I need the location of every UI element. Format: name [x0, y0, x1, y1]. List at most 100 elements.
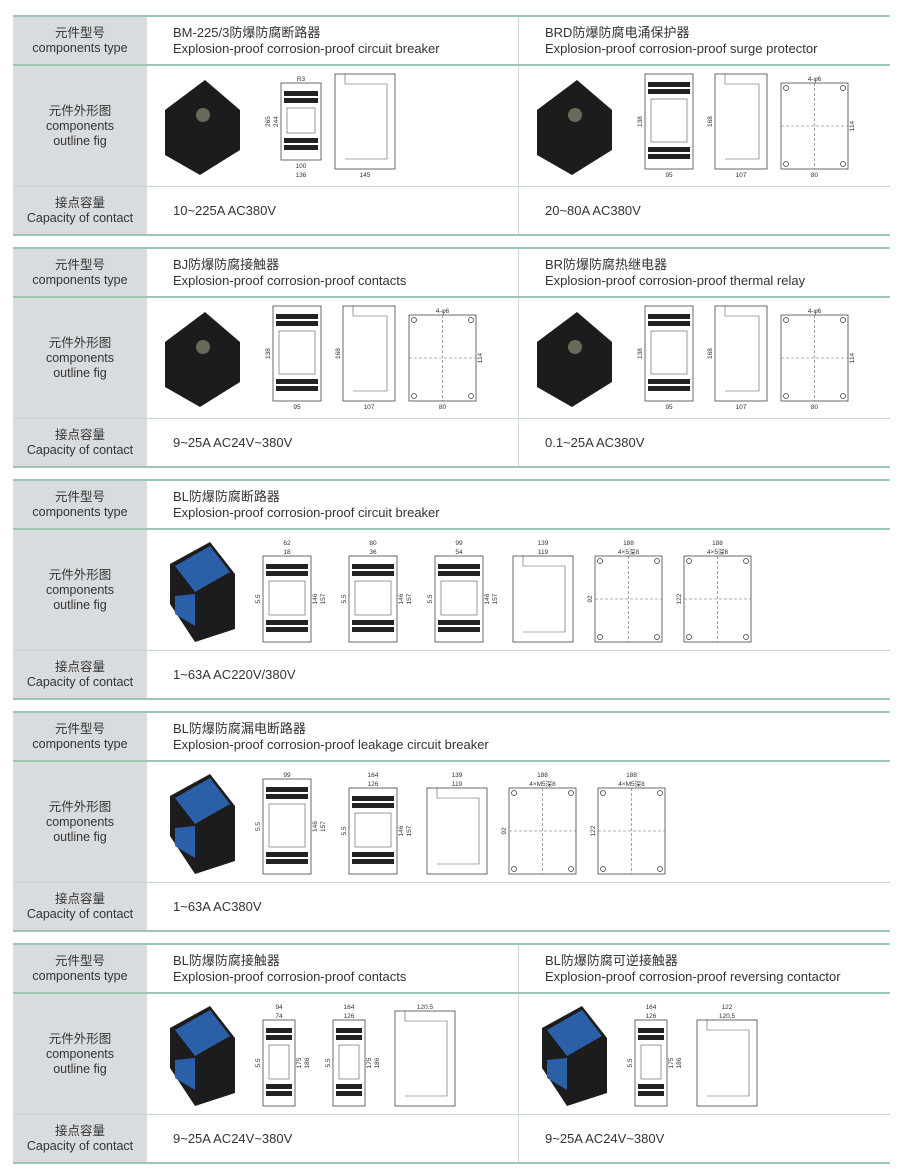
- photo-blue-figure: [170, 774, 235, 874]
- terminal-strip: [266, 1035, 292, 1040]
- device-blue-cover: [547, 1058, 567, 1090]
- dimension-label: 36: [369, 549, 377, 556]
- photo-black-figure: [537, 80, 612, 175]
- row-label-text: 元件外形图: [48, 103, 112, 118]
- dimension-label: 80: [369, 540, 377, 547]
- row-label-text: 元件型号: [54, 25, 105, 40]
- dimension-label: 5.5: [255, 1058, 262, 1067]
- dimension-label: 139: [538, 540, 549, 547]
- row-label-text: Capacity of contact: [26, 674, 134, 689]
- mount-hole: [686, 634, 692, 640]
- dimension-label: 138: [637, 116, 644, 127]
- dimension-label: 5.5: [255, 594, 262, 603]
- dimension-label: 164: [344, 1004, 355, 1011]
- dimension-label: 4×5深8: [707, 547, 729, 556]
- mount-hole: [568, 790, 574, 796]
- dimension-label: 95: [665, 172, 673, 179]
- row-label-text: components: [45, 350, 115, 365]
- capacity-text: 9~25A AC24V~380V: [173, 1130, 293, 1146]
- dimension-label: 4-φ6: [808, 308, 822, 315]
- terminal-strip: [276, 314, 318, 319]
- dimension-label: 4-φ6: [436, 308, 450, 315]
- photo-blue-figure: [170, 1006, 235, 1106]
- dimension-label: 4×5深8: [618, 547, 640, 556]
- name-en: Explosion-proof corrosion-proof contacts: [173, 968, 407, 984]
- mount-hole: [654, 634, 660, 640]
- inner-panel: [354, 812, 392, 848]
- side-profile: [522, 556, 566, 633]
- mount-hole: [783, 317, 789, 323]
- dimension-label: 168: [707, 348, 714, 359]
- mount-hole: [840, 393, 846, 399]
- dimension-label: 100: [296, 163, 307, 170]
- row-label-text: Capacity of contact: [26, 1138, 134, 1153]
- side-profile: [706, 1020, 750, 1097]
- dimension-label: 5.5: [427, 594, 434, 603]
- dimension-label: 95: [293, 404, 301, 411]
- terminal-strip: [284, 98, 318, 103]
- device-knob: [196, 340, 210, 354]
- dimension-label: 186: [304, 1057, 311, 1068]
- terminal-strip: [438, 564, 480, 569]
- dimension-label: 119: [452, 781, 463, 788]
- capacity-value: 9~25A AC24V~380V: [518, 1115, 890, 1162]
- side-profile: [404, 1011, 448, 1097]
- photo-black-figure: [537, 312, 612, 407]
- mount-hole: [600, 790, 606, 796]
- dimension-label: 146: [312, 593, 319, 604]
- dimension-label: 168: [335, 348, 342, 359]
- terminal-strip: [352, 859, 394, 864]
- device-blue-cover: [175, 826, 195, 858]
- capacity-text: 20~80A AC380V: [545, 202, 641, 218]
- row-label-text: 接点容量: [54, 195, 105, 210]
- inner-panel: [286, 107, 316, 134]
- mount-hole: [597, 634, 603, 640]
- outline: [334, 73, 396, 170]
- terminal-strip: [266, 564, 308, 569]
- outline: [272, 305, 322, 402]
- row-label-text: components: [45, 814, 115, 829]
- dimension-label: 175: [296, 1057, 303, 1068]
- dimension-label: 139: [452, 772, 463, 779]
- dimension-label: 4×M5深8: [529, 779, 556, 788]
- outline: [434, 555, 484, 643]
- capacity-value: 20~80A AC380V: [518, 187, 890, 234]
- capacity-cells: 1~63A AC380V: [147, 883, 890, 930]
- dimension-label: 164: [646, 1004, 657, 1011]
- terminal-strip: [266, 620, 308, 625]
- outline: [394, 1010, 456, 1107]
- dimension-label: 94: [275, 1004, 283, 1011]
- side-profile: [352, 306, 388, 392]
- name-cn: BL防爆防腐断路器: [173, 488, 280, 504]
- device-blue-cover: [175, 594, 195, 626]
- capacity-value: 1~63A AC220V/380V: [147, 651, 890, 698]
- name-cn: BM-225/3防爆防腐断路器: [173, 24, 321, 40]
- terminal-strip: [352, 627, 394, 632]
- dimension-label: 157: [320, 593, 327, 604]
- terminal-strip: [352, 852, 394, 857]
- mount-hole: [686, 558, 692, 564]
- side-profile: [724, 74, 760, 160]
- dimension-label: 5.5: [255, 822, 262, 831]
